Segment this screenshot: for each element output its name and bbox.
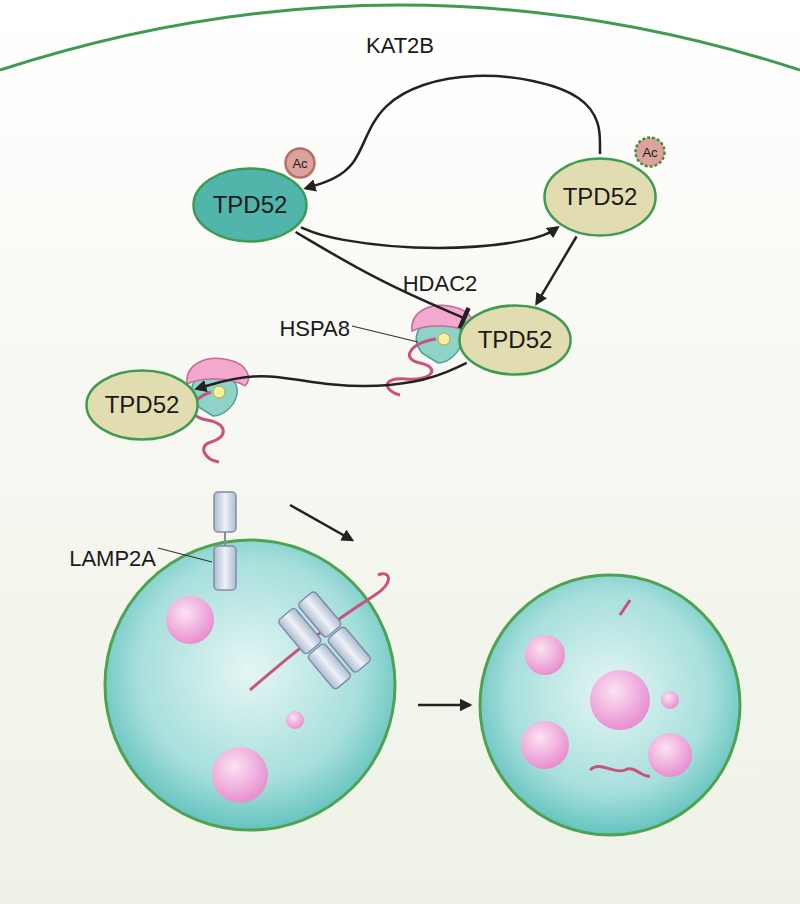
protein-name: HSPA8 (279, 316, 350, 342)
acetyl-mark: Ac (284, 147, 316, 179)
leader-line (158, 548, 212, 562)
node-text: TPD52 (213, 191, 288, 219)
enzyme-label: HDAC2 (403, 271, 478, 297)
node-text: TPD52 (563, 183, 638, 211)
process-arrow (290, 505, 352, 540)
node-text: Ac (642, 145, 657, 160)
acetyl-mark: Ac (634, 136, 666, 168)
arrow-connector (301, 227, 558, 248)
protein-complex: TPD52 (85, 369, 199, 441)
node-text: TPD52 (105, 391, 180, 419)
lysosome (480, 575, 740, 835)
leader-line (352, 326, 418, 342)
protein-complex: TPD52 (458, 304, 572, 376)
lamp2a-multimer (250, 574, 389, 690)
node-text: Ac (292, 156, 307, 171)
lamp2a-receptor (214, 492, 236, 590)
arrow-connector (537, 237, 577, 304)
node-text: TPD52 (478, 326, 553, 354)
arrow-connector (196, 363, 466, 389)
arrow-connector (306, 76, 600, 188)
acetylated-protein: TPD52 (192, 167, 308, 243)
enzyme-label: KAT2B (366, 33, 434, 59)
process-arrow (418, 704, 470, 707)
lysosome (105, 540, 395, 830)
protein-name: LAMP2A (69, 546, 156, 572)
deacetylated-protein: TPD52 (543, 157, 657, 237)
cell-membrane (0, 5, 800, 70)
